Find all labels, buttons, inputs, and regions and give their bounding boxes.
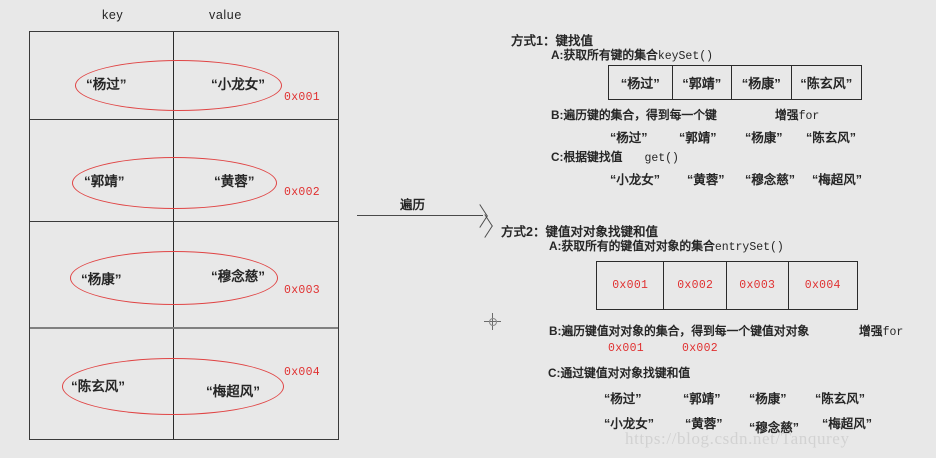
- table-cell-address-2: 0x002: [284, 186, 321, 199]
- way2-step-b-value-1: 0x002: [682, 342, 719, 355]
- table-row-divider-2: [30, 221, 338, 222]
- entryset-box: 0x001 0x002 0x003 0x004: [596, 261, 858, 310]
- entry-ellipse-2: [72, 157, 277, 209]
- entry-ellipse-1: [75, 60, 282, 111]
- way1-step-b: B:遍历键的集合，得到每一个键: [551, 108, 717, 122]
- way1-step-c-code: get(): [644, 152, 679, 165]
- way2-step-b-value-0: 0x001: [608, 342, 645, 355]
- way2-title: 方式2：键值对对象找键和值: [501, 225, 658, 239]
- table-column-divider: [173, 32, 174, 439]
- way1-title: 方式1：键找值: [511, 34, 593, 48]
- way1-step-a: A:获取所有键的集合keySet(): [551, 46, 713, 63]
- table-cell-value-2: “黄蓉”: [214, 174, 255, 189]
- way1-step-c-value-2: “穆念慈”: [745, 173, 796, 187]
- way2-step-a: A:获取所有的键值对对象的集合entrySet(): [549, 237, 784, 254]
- way2-step-b-note-text: 增强: [859, 324, 883, 338]
- table-cell-key-4: “陈玄风”: [71, 379, 125, 394]
- way1-step-b-note-text: 增强: [775, 108, 799, 122]
- entryset-cell-3: 0x004: [804, 279, 841, 292]
- table-cell-key-1: “杨过”: [86, 77, 127, 92]
- entryset-cell-1: 0x002: [664, 262, 727, 309]
- map-table: [29, 31, 339, 440]
- way1-step-b-value-2: “杨康”: [745, 131, 783, 145]
- traverse-arrow-label: 遍历: [400, 198, 426, 212]
- way1-step-c: C:根据键找值 get(): [551, 148, 679, 165]
- way2-step-c-value-2: “穆念慈”: [749, 421, 800, 435]
- way2-step-b-note: 增强for: [859, 322, 903, 339]
- table-cell-value-1: “小龙女”: [211, 77, 265, 92]
- entry-ellipse-4: [62, 358, 284, 415]
- way2-step-c: C:通过键值对对象找键和值: [548, 366, 691, 380]
- entryset-cell-2: 0x003: [727, 262, 789, 309]
- way1-step-c-value-0: “小龙女”: [610, 173, 661, 187]
- entryset-cell-0: 0x001: [597, 262, 665, 309]
- way1-step-a-code: keySet(): [657, 50, 714, 63]
- way1-step-c-value-3: “梅超风”: [812, 173, 863, 187]
- keyset-cell-3: “陈玄风”: [800, 76, 853, 91]
- table-cell-key-3: “杨康”: [81, 272, 122, 287]
- column-header-key: key: [102, 8, 124, 22]
- table-cell-value-3: “穆念慈”: [211, 269, 265, 284]
- way2-step-b-note-code: for: [882, 326, 904, 339]
- keyset-cell-0: “杨过”: [609, 66, 673, 99]
- way2-step-c-key-0: “杨过”: [604, 392, 642, 406]
- way2-step-c-value-1: “黄蓉”: [685, 417, 723, 431]
- crosshair-cursor-icon: [484, 313, 501, 330]
- way1-step-b-note: 增强for: [775, 106, 819, 123]
- column-header-value: value: [209, 8, 242, 22]
- way1-step-b-value-1: “郭靖”: [679, 131, 717, 145]
- table-row-divider-1: [30, 119, 338, 120]
- way1-step-a-text: A:获取所有键的集合: [551, 48, 658, 62]
- watermark: https://blog.csdn.net/Tanqurey: [625, 429, 850, 448]
- keyset-cell-2: “杨康”: [732, 66, 792, 99]
- way2-step-b: B:遍历键值对对象的集合，得到每一个键值对对象: [549, 324, 810, 338]
- way2-step-c-key-3: “陈玄风”: [815, 392, 866, 406]
- way1-step-b-note-code: for: [798, 110, 820, 123]
- way2-step-c-value-0: “小龙女”: [604, 417, 655, 431]
- way2-step-a-code: entrySet(): [714, 241, 784, 254]
- keyset-cell-1: “郭靖”: [673, 66, 733, 99]
- table-cell-address-3: 0x003: [284, 284, 321, 297]
- way2-step-a-text: A:获取所有的键值对对象的集合: [549, 239, 715, 253]
- table-cell-value-4: “梅超风”: [206, 384, 260, 399]
- entry-ellipse-3: [70, 251, 278, 305]
- table-row-divider-3: [30, 327, 338, 329]
- table-cell-key-2: “郭靖”: [84, 174, 125, 189]
- way1-step-c-value-1: “黄蓉”: [687, 173, 725, 187]
- way1-step-b-value-3: “陈玄风”: [806, 131, 857, 145]
- table-cell-address-1: 0x001: [284, 91, 321, 104]
- way2-step-c-key-1: “郭靖”: [683, 392, 721, 406]
- way1-step-c-text: C:根据键找值: [551, 150, 623, 164]
- way1-step-b-value-0: “杨过”: [610, 131, 648, 145]
- table-cell-address-4: 0x004: [284, 366, 321, 379]
- way2-step-c-key-2: “杨康”: [749, 392, 787, 406]
- way2-step-c-value-3: “梅超风”: [822, 417, 873, 431]
- traverse-arrow-line: [357, 215, 483, 216]
- keyset-box: “杨过” “郭靖” “杨康” “陈玄风”: [608, 65, 862, 100]
